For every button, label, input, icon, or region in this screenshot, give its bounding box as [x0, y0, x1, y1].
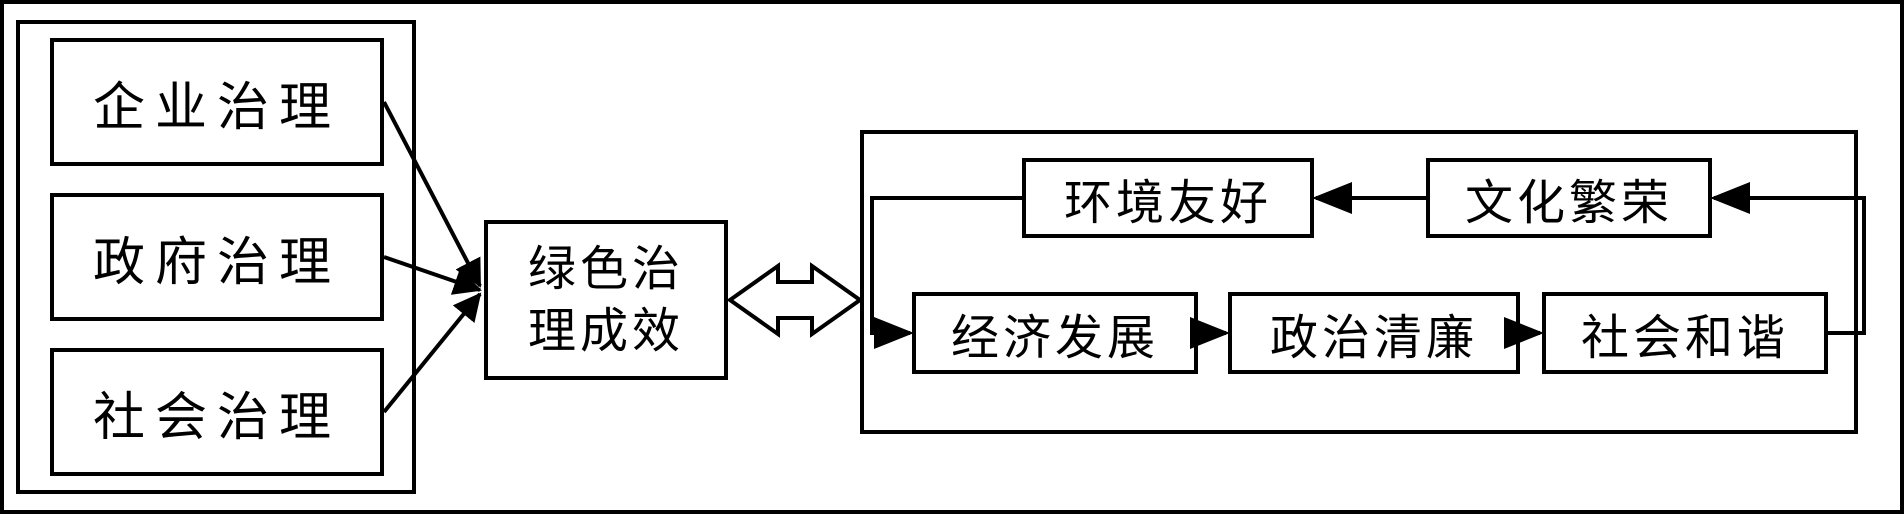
enterprise-governance-label: 企业治理	[92, 77, 341, 138]
arrow-government-to-outcome	[383, 255, 482, 295]
arrow-enterprise-to-outcome	[382, 101, 482, 288]
arrow-harmony-to-culture	[1710, 182, 1866, 335]
government-governance-box: 政府治理	[50, 193, 384, 321]
arrow-social-to-outcome	[382, 292, 482, 414]
government-governance-label: 政府治理	[92, 232, 341, 293]
environment-friendly-box: 环境友好	[1022, 158, 1314, 238]
cultural-prosperity-label: 文化繁荣	[1464, 175, 1673, 231]
outcome-line-1: 绿色治	[527, 241, 684, 297]
green-governance-outcome-box: 绿色治 理成效	[484, 220, 728, 380]
double-arrow-outcome-cycle	[726, 262, 864, 338]
economic-development-box: 经济发展	[912, 292, 1198, 374]
environment-friendly-label: 环境友好	[1063, 175, 1272, 231]
cultural-prosperity-box: 文化繁荣	[1426, 158, 1712, 238]
clean-politics-box: 政治清廉	[1228, 292, 1520, 374]
arrow-environment-to-economy	[870, 196, 1022, 349]
social-governance-label: 社会治理	[92, 387, 341, 448]
social-harmony-box: 社会和谐	[1542, 292, 1828, 374]
enterprise-governance-box: 企业治理	[50, 38, 384, 166]
clean-politics-label: 政治清廉	[1269, 310, 1478, 366]
outcome-line-2: 理成效	[527, 303, 684, 359]
social-governance-box: 社会治理	[50, 348, 384, 476]
social-harmony-label: 社会和谐	[1580, 310, 1789, 366]
economic-development-label: 经济发展	[950, 310, 1159, 366]
